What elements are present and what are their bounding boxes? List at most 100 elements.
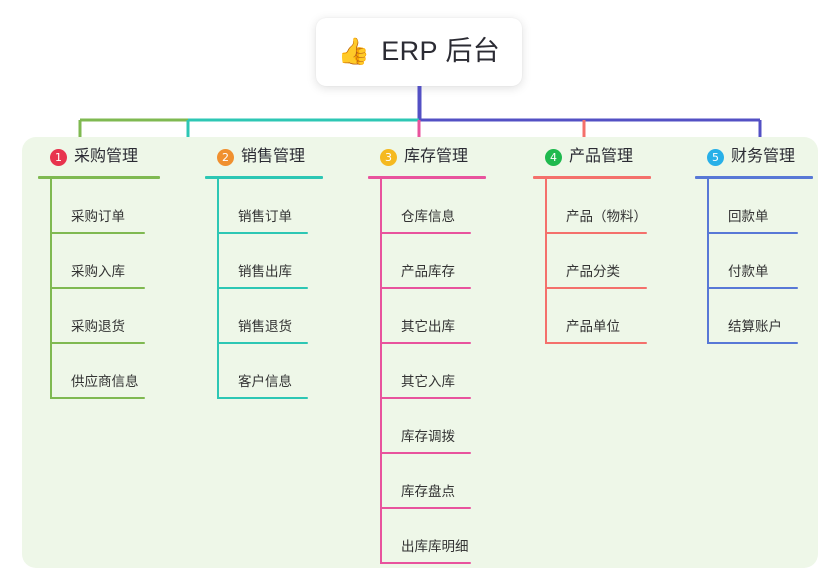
branch-title: 库存管理 — [404, 148, 469, 165]
branch-title: 产品管理 — [569, 148, 634, 165]
branch-item-rule — [50, 232, 145, 234]
branch-item[interactable]: 客户信息 — [205, 344, 355, 399]
branch-items: 仓库信息产品库存其它出库其它入库库存调拨库存盘点出库库明细 — [368, 179, 518, 564]
branch-item-rule — [380, 397, 471, 399]
branch-item-label: 产品分类 — [566, 263, 620, 279]
branch-item-label: 库存调拨 — [401, 428, 455, 444]
branch-spine — [217, 179, 219, 399]
branch-title: 销售管理 — [241, 148, 306, 165]
branch-number-badge: 4 — [545, 148, 562, 166]
branch-header-3[interactable]: 3 库存管理 — [368, 144, 518, 170]
branch-item-label: 其它入库 — [401, 373, 455, 389]
branch-item-label: 回款单 — [728, 208, 769, 224]
branch-item[interactable]: 供应商信息 — [38, 344, 188, 399]
branch-item-label: 销售订单 — [238, 208, 292, 224]
branch-items: 回款单付款单结算账户 — [695, 179, 839, 344]
branch-column-2: 2 销售管理销售订单销售出库销售退货客户信息 — [205, 144, 355, 399]
branch-item[interactable]: 库存调拨 — [368, 399, 518, 454]
branch-item-label: 库存盘点 — [401, 483, 455, 499]
branch-item-rule — [707, 232, 798, 234]
branch-item[interactable]: 库存盘点 — [368, 454, 518, 509]
branch-item-rule — [50, 342, 145, 344]
branch-items: 产品（物料） 产品分类产品单位 — [533, 179, 683, 344]
branch-spine — [545, 179, 547, 344]
branch-item-rule — [380, 452, 471, 454]
root-node-card[interactable]: 👍 ERP 后台 — [316, 18, 522, 86]
branch-item[interactable]: 产品库存 — [368, 234, 518, 289]
branch-item[interactable]: 销售退货 — [205, 289, 355, 344]
branch-item[interactable]: 出库库明细 — [368, 509, 518, 564]
branch-header-2[interactable]: 2 销售管理 — [205, 144, 355, 170]
branch-item-rule — [380, 287, 471, 289]
branch-item[interactable]: 销售订单 — [205, 179, 355, 234]
branch-item-label: 采购退货 — [71, 318, 125, 334]
thumbs-up-emoji: 👍 — [337, 36, 371, 66]
branch-item-label: 产品（物料） — [566, 208, 647, 224]
branch-spine — [707, 179, 709, 344]
branch-item-rule — [545, 287, 647, 289]
branch-item-label: 采购订单 — [71, 208, 125, 224]
branch-item[interactable]: 采购退货 — [38, 289, 188, 344]
branch-item[interactable]: 销售出库 — [205, 234, 355, 289]
branch-column-3: 3 库存管理仓库信息产品库存其它出库其它入库库存调拨库存盘点出库库明细 — [368, 144, 518, 564]
branch-column-1: 1 采购管理采购订单采购入库采购退货供应商信息 — [38, 144, 188, 399]
branch-item-rule — [217, 397, 308, 399]
branch-item-rule — [545, 232, 647, 234]
page-title: ERP 后台 — [381, 35, 501, 66]
branch-spine — [50, 179, 52, 399]
branch-item-label: 仓库信息 — [401, 208, 455, 224]
branch-item-rule — [707, 287, 798, 289]
branch-item-label: 供应商信息 — [71, 373, 139, 389]
branch-item-rule — [380, 342, 471, 344]
branch-items: 销售订单销售出库销售退货客户信息 — [205, 179, 355, 399]
branch-item-rule — [707, 342, 798, 344]
branch-number-badge: 1 — [50, 148, 67, 166]
branch-item-rule — [545, 342, 647, 344]
branch-item[interactable]: 采购入库 — [38, 234, 188, 289]
branch-header-rule — [38, 176, 160, 179]
branch-header-rule — [533, 176, 651, 179]
branch-item[interactable]: 付款单 — [695, 234, 839, 289]
branch-item[interactable]: 其它出库 — [368, 289, 518, 344]
branch-item-rule — [50, 397, 145, 399]
branch-title: 采购管理 — [74, 148, 139, 165]
branch-item[interactable]: 其它入库 — [368, 344, 518, 399]
branch-item-rule — [380, 562, 471, 564]
branch-number-badge: 3 — [380, 148, 397, 166]
branches-panel — [22, 137, 818, 568]
branch-item-rule — [50, 287, 145, 289]
branch-item-label: 销售退货 — [238, 318, 292, 334]
branch-header-4[interactable]: 4 产品管理 — [533, 144, 683, 170]
branch-column-4: 4 产品管理产品（物料） 产品分类产品单位 — [533, 144, 683, 344]
root-node-content: 👍 ERP 后台 — [337, 35, 501, 66]
branch-number-badge: 2 — [217, 148, 234, 166]
branch-spine — [380, 179, 382, 564]
branch-item[interactable]: 产品分类 — [533, 234, 683, 289]
branch-item-label: 出库库明细 — [401, 538, 469, 554]
branch-item-label: 销售出库 — [238, 263, 292, 279]
branch-item-label: 产品库存 — [401, 263, 455, 279]
branch-item[interactable]: 仓库信息 — [368, 179, 518, 234]
branch-header-1[interactable]: 1 采购管理 — [38, 144, 188, 170]
branch-item-label: 采购入库 — [71, 263, 125, 279]
branch-item[interactable]: 结算账户 — [695, 289, 839, 344]
branch-item-label: 其它出库 — [401, 318, 455, 334]
branch-item[interactable]: 产品单位 — [533, 289, 683, 344]
branch-item-label: 客户信息 — [238, 373, 292, 389]
branch-item[interactable]: 回款单 — [695, 179, 839, 234]
branch-item-label: 付款单 — [728, 263, 769, 279]
branch-title: 财务管理 — [731, 148, 796, 165]
branch-item-rule — [217, 342, 308, 344]
branch-header-5[interactable]: 5 财务管理 — [695, 144, 839, 170]
branch-item[interactable]: 采购订单 — [38, 179, 188, 234]
branch-items: 采购订单采购入库采购退货供应商信息 — [38, 179, 188, 399]
branch-item-rule — [217, 232, 308, 234]
branch-item-label: 产品单位 — [566, 318, 620, 334]
branch-item-rule — [217, 287, 308, 289]
branch-number-badge: 5 — [707, 148, 724, 166]
branch-item-rule — [380, 232, 471, 234]
branch-item[interactable]: 产品（物料） — [533, 179, 683, 234]
branch-header-rule — [368, 176, 486, 179]
branch-item-label: 结算账户 — [728, 318, 782, 334]
